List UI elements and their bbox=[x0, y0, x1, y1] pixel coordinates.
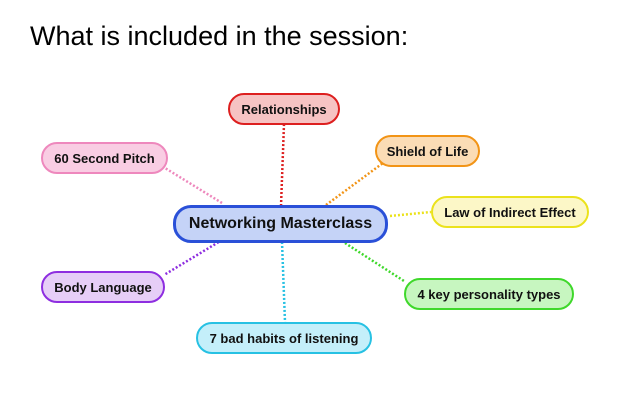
node-body-language: Body Language bbox=[41, 271, 165, 303]
node-law-of-indirect-effect: Law of Indirect Effect bbox=[431, 196, 589, 228]
connector-4-key-personality-types bbox=[344, 241, 405, 283]
node-60-second-pitch: 60 Second Pitch bbox=[41, 142, 168, 174]
slide-title: What is included in the session: bbox=[30, 21, 409, 51]
connector-relationships bbox=[279, 123, 286, 207]
connector-law-of-indirect-effect bbox=[389, 210, 432, 218]
node-relationships: Relationships bbox=[228, 93, 340, 125]
node-shield-of-life: Shield of Life bbox=[375, 135, 480, 167]
connector-shield-of-life bbox=[325, 161, 384, 207]
center-node: Networking Masterclass bbox=[173, 205, 388, 243]
connector-60-second-pitch bbox=[164, 166, 223, 205]
node-7-bad-habits-of-listening: 7 bad habits of listening bbox=[196, 322, 372, 354]
node-4-key-personality-types: 4 key personality types bbox=[404, 278, 574, 310]
connector-7-bad-habits-of-listening bbox=[280, 241, 287, 323]
connector-body-language bbox=[163, 238, 223, 277]
